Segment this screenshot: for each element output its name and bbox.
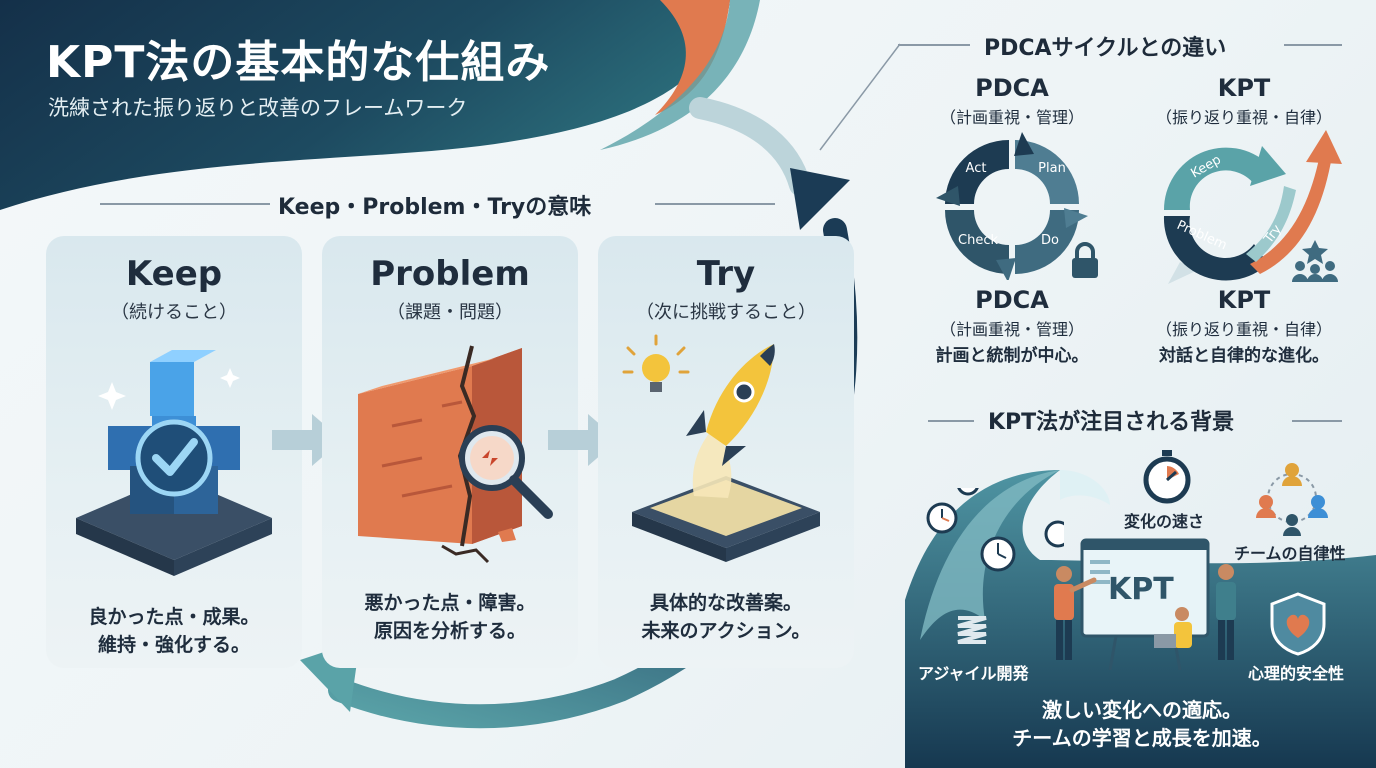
problem-desc-line1: 悪かった点・障害。	[364, 592, 536, 614]
bg-divider-left	[928, 420, 974, 422]
problem-subtitle: （課題・問題）	[387, 302, 513, 323]
section-divider-left	[100, 203, 270, 205]
cycle-arrowhead-top	[790, 168, 850, 230]
clocks-illustration	[926, 488, 1064, 572]
page-title: KPT法の基本的な仕組み	[46, 37, 551, 88]
header-teal-accent	[600, 0, 760, 150]
kpt-subtitle-2: （振り返り重視・自律）	[1155, 320, 1332, 339]
pdca-cycle-label-plan: Plan	[1038, 161, 1066, 176]
board-kpt-text: KPT	[1108, 572, 1174, 607]
cracked-wall-icon	[358, 345, 553, 564]
pdca-cycle-label-check: Check	[958, 233, 998, 248]
keep-title: Keep	[125, 254, 223, 294]
header-background-shape	[0, 0, 730, 210]
try-desc-line2: 未来のアクション。	[641, 620, 811, 642]
try-desc-line1: 具体的な改善案。	[649, 592, 802, 614]
team-network-icon	[1256, 463, 1328, 536]
keep-desc-line2: 維持・強化する。	[97, 634, 250, 656]
pdca-section-heading: PDCAサイクルとの違い	[984, 36, 1227, 61]
agile-label: アジャイル開発	[918, 664, 1029, 683]
section-divider-right	[655, 203, 775, 205]
keep-desc-line1: 良かった点・成果。	[88, 606, 260, 628]
keep-subtitle: （続けること）	[111, 302, 237, 323]
header-orange-accent	[655, 0, 730, 115]
bg-divider-right	[1292, 420, 1342, 422]
pdca-description: 計画と統制が中心。	[935, 346, 1089, 366]
pdca-subtitle: （計画重視・管理）	[939, 108, 1084, 127]
speed-label: 変化の速さ	[1124, 512, 1205, 531]
keep-card: Keep （続けること） 良かった点・成果。 維持・強化する。	[46, 236, 302, 668]
background-section-heading: KPT法が注目される背景	[988, 410, 1235, 435]
try-card: Try （次に挑戦すること） 具体的な改善案。 未来のアクション。	[598, 236, 854, 668]
background-summary-line2: チームの学習と成長を加速。	[1012, 726, 1272, 750]
team-star-icon	[1292, 240, 1338, 282]
problem-title: Problem	[370, 254, 530, 294]
problem-card: Problem （課題・問題） 悪かった点・障害。 原因を分析する。	[322, 236, 578, 668]
pdca-subtitle-2: （計画重視・管理）	[939, 320, 1084, 339]
kpt-description: 対話と自律的な進化。	[1159, 346, 1329, 366]
kpt-board-illustration	[1054, 538, 1236, 671]
spring-icon	[957, 616, 987, 644]
cycle-arrow-top	[689, 97, 811, 196]
check-blocks-icon	[76, 350, 272, 576]
pdca-cycle-label-act: Act	[966, 161, 987, 176]
kpt-name: KPT	[1217, 74, 1271, 102]
autonomy-label: チームの自律性	[1234, 544, 1346, 563]
safety-label: 心理的安全性	[1248, 664, 1345, 683]
kpt-name-2: KPT	[1217, 286, 1271, 314]
problem-desc-line2: 原因を分析する。	[373, 620, 526, 642]
shield-heart-icon	[1270, 592, 1326, 656]
pdca-cycle-diagram: Act Plan Check Do	[936, 132, 1088, 280]
page-subtitle: 洗練された振り返りと改善のフレームワーク	[48, 96, 468, 120]
pdca-divider-left	[898, 44, 970, 46]
lock-icon	[1072, 242, 1098, 278]
kpt-section-heading: Keep・Problem・Tryの意味	[278, 195, 592, 220]
kpt-subtitle: （振り返り重視・自律）	[1155, 108, 1332, 127]
pdca-cycle-label-do: Do	[1041, 233, 1059, 248]
kpt-cycle-diagram: Keep Problem Try	[1163, 130, 1342, 284]
pdca-name: PDCA	[975, 74, 1049, 102]
background-summary-line1: 激しい変化への適応。	[1042, 698, 1242, 722]
pdca-name-2: PDCA	[975, 286, 1049, 314]
pdca-divider-right	[1284, 44, 1342, 46]
rocket-icon	[622, 334, 820, 562]
try-subtitle: （次に挑戦すること）	[636, 302, 816, 323]
stopwatch-icon	[1143, 450, 1191, 504]
try-title: Try	[696, 254, 756, 294]
